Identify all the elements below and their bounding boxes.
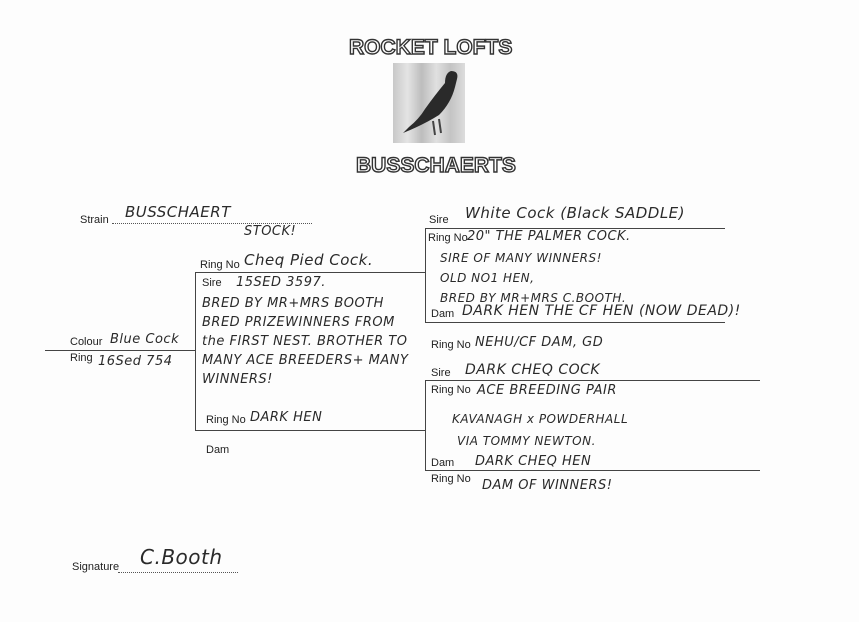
sire-note: MANY ACE BREEDERS+ MANY [202, 353, 409, 368]
grandsire-note: BRED BY MR+MRS C.BOOTH. [440, 291, 627, 305]
dam-grandsire-ring: ACE BREEDING PAIR [477, 383, 617, 398]
sire-note: the FIRST NEST. BROTHER TO [202, 334, 408, 349]
strain-dots [112, 223, 312, 224]
dam-granddam-name: DARK CHEQ HEN [475, 454, 592, 469]
pigeon-photo [393, 63, 465, 143]
strain-label: Strain [80, 214, 109, 226]
dam-grandsire-note: KAVANAGH x POWDERHALL [452, 412, 629, 426]
loft-title: ROCKET LOFTS [348, 35, 513, 59]
grandsire-ring: 20" THE PALMER COCK. [467, 229, 631, 244]
dam-ring-label: Ring No [206, 414, 246, 426]
strain-note: STOCK! [244, 224, 297, 239]
signature-dots [118, 572, 238, 573]
dam-granddam-line [425, 470, 760, 471]
dam-grandsire-label: Sire [431, 367, 451, 379]
strain-title: BUSSCHAERTS [355, 153, 516, 177]
granddam-line [425, 322, 725, 323]
subject-line [45, 350, 195, 351]
sire-line [195, 272, 425, 273]
dam-granddam-ring-label: Ring No [431, 473, 471, 485]
granddam-label: Dam [431, 308, 455, 320]
sire-notes: BRED BY MR+MRS BOOTH BRED PRIZEWINNERS F… [202, 294, 408, 389]
granddam-ring-label: Ring No [431, 339, 471, 351]
dam-grandsire-notes: KAVANAGH x POWDERHALL VIA TOMMY NEWTON. [452, 408, 628, 452]
strain-value: BUSSCHAERT [125, 203, 231, 221]
dam-grandsire-line [425, 380, 760, 381]
signature-label: Signature [72, 561, 120, 573]
signature: C.Booth [140, 545, 223, 569]
colour-label: Colour [70, 336, 103, 348]
ring-value: 16Sed 754 [98, 354, 173, 369]
grandsire-ring-label: Ring No [428, 232, 468, 244]
grandsire-line [425, 228, 725, 229]
sire-note: WINNERS! [202, 372, 273, 387]
ring-label: Ring [70, 352, 93, 364]
dam-grandsire-name: DARK CHEQ COCK [465, 362, 601, 378]
sire-parents-bracket [425, 228, 426, 322]
dam-grandsire-note: VIA TOMMY NEWTON. [457, 434, 596, 448]
dam-granddam-ring: DAM OF WINNERS! [482, 478, 613, 493]
grandsire-label: Sire [429, 214, 449, 226]
grandsire-name: White Cock (Black SADDLE) [465, 204, 686, 222]
dam-granddam-label: Dam [431, 457, 455, 469]
pigeon-icon [403, 71, 458, 136]
colour-value: Blue Cock [110, 332, 180, 347]
sire-ring-label: Ring No [200, 259, 240, 271]
sire-ring: 15SED 3597. [236, 275, 326, 290]
grandsire-notes: SIRE OF MANY WINNERS! OLD NO1 HEN, BRED … [440, 248, 626, 308]
sire-label: Sire [202, 277, 222, 289]
dam-parents-bracket [425, 380, 426, 470]
dam-line [195, 430, 425, 431]
sire-note: BRED PRIZEWINNERS FROM [202, 315, 395, 330]
grandsire-note: OLD NO1 HEN, [440, 271, 535, 285]
granddam-ring: NEHU/CF DAM, GD [475, 335, 604, 350]
grandsire-note: SIRE OF MANY WINNERS! [440, 251, 602, 265]
dam-grandsire-ring-label: Ring No [431, 384, 471, 396]
sire-note: BRED BY MR+MRS BOOTH [202, 296, 384, 311]
parents-bracket [195, 272, 196, 430]
sire-name: Cheq Pied Cock. [244, 251, 374, 269]
granddam-name: DARK HEN THE CF HEN (NOW DEAD)! [462, 303, 741, 319]
dam-label: Dam [206, 444, 230, 456]
dam-name: DARK HEN [250, 410, 323, 425]
